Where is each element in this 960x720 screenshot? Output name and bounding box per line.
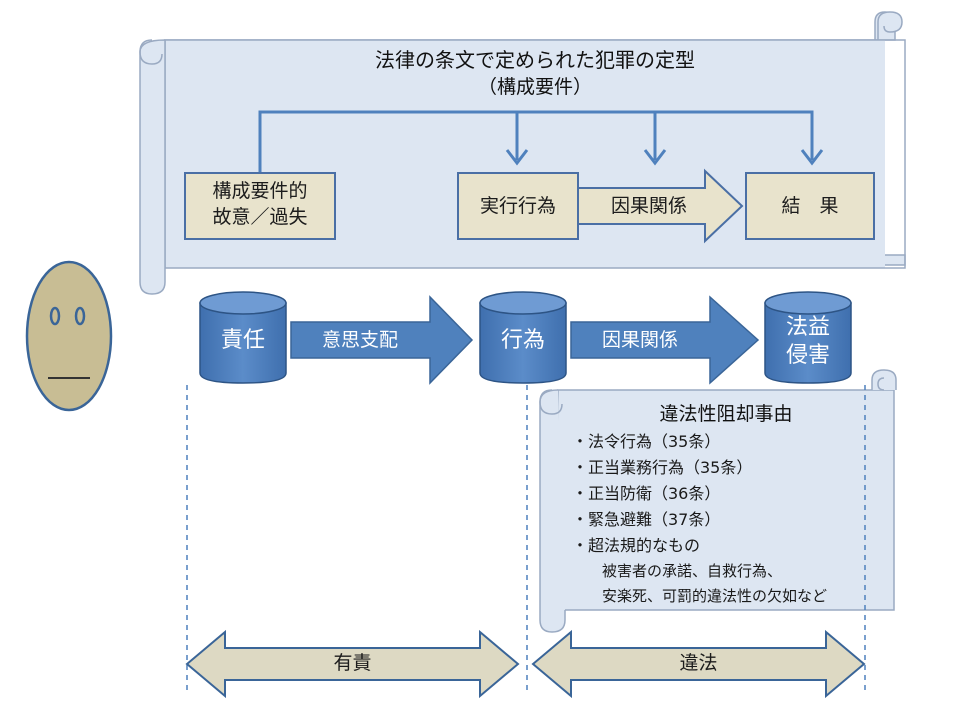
top-causation-label: 因果関係 — [610, 195, 687, 217]
act-box — [457, 172, 579, 240]
face-icon — [25, 260, 113, 412]
result-box — [745, 172, 875, 240]
main-causation-label: 因果関係 — [601, 329, 678, 351]
justification-title: 違法性阻却事由 — [659, 403, 793, 425]
act-label: 行為 — [500, 328, 545, 353]
cylinder-act — [479, 291, 567, 384]
intent-box — [184, 172, 336, 240]
culpable-label: 有責 — [333, 652, 372, 674]
justification-sub-item: 安楽死、可罰的違法性の欠如など — [602, 587, 828, 605]
left-double-arrow — [185, 629, 520, 699]
justification-sub-item: 被害者の承諾、自救行為、 — [602, 562, 783, 580]
cylinder-harm — [764, 291, 852, 384]
will-arrow — [290, 295, 474, 385]
justification-item: ・正当業務行為（35条） — [572, 458, 753, 477]
cylinder-responsibility — [199, 291, 287, 384]
connector-arrowheads — [505, 149, 824, 166]
scroll-title: 法律の条文で定められた犯罪の定型 — [375, 48, 695, 72]
justification-item: ・緊急避難（37条） — [572, 510, 721, 529]
dashed-guides — [186, 385, 866, 690]
responsibility-label: 責任 — [220, 328, 265, 353]
scroll-subtitle: （構成要件） — [477, 76, 592, 98]
justification-item: ・超法規的なもの — [572, 536, 701, 555]
unlawful-label: 違法 — [679, 652, 718, 674]
justification-scroll — [539, 369, 897, 633]
intent-box-label: 構成要件的 故意／過失 — [212, 180, 308, 228]
main-causation-arrow — [570, 295, 760, 385]
will-arrow-label: 意思支配 — [321, 329, 398, 351]
act-box-label: 実行行為 — [479, 195, 556, 217]
top-causation-arrow — [577, 168, 744, 244]
justification-item: ・正当防衛（36条） — [572, 484, 721, 503]
connector-lines — [258, 110, 814, 172]
result-box-label: 結 果 — [781, 195, 839, 217]
justification-item: ・法令行為（35条） — [572, 432, 721, 451]
right-double-arrow — [531, 629, 866, 699]
harm-label: 法益 侵害 — [785, 315, 830, 368]
